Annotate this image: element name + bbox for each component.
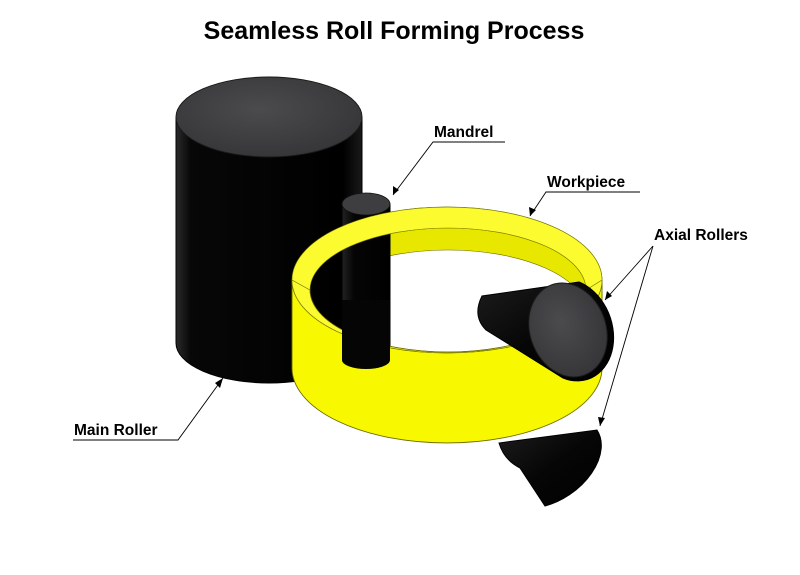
axial-lower-arrowhead	[598, 417, 605, 426]
mandrel-inner-shadow	[342, 300, 390, 369]
label-workpiece: Workpiece	[547, 174, 625, 191]
diagram-title: Seamless Roll Forming Process	[204, 17, 585, 45]
main-roller-arrowhead	[215, 378, 223, 388]
axial-roller-upper	[477, 281, 615, 382]
workpiece-arrowhead	[529, 207, 536, 216]
mandrel-leader	[392, 141, 505, 196]
axial-upper-arrowhead	[605, 291, 612, 300]
label-axial-rollers: Axial Rollers	[654, 227, 748, 244]
mandrel-arrowhead	[393, 186, 399, 195]
leader-lines	[73, 141, 654, 441]
main-roller-leader	[73, 377, 224, 441]
axial-rollers-leader-upper	[604, 245, 654, 301]
workpiece-leader	[529, 191, 640, 217]
axial-rollers-leader-lower	[599, 245, 654, 427]
label-main-roller: Main Roller	[74, 422, 158, 439]
leader-arrowheads	[215, 186, 612, 426]
label-mandrel: Mandrel	[434, 124, 493, 141]
axial-roller-lower	[498, 429, 602, 507]
